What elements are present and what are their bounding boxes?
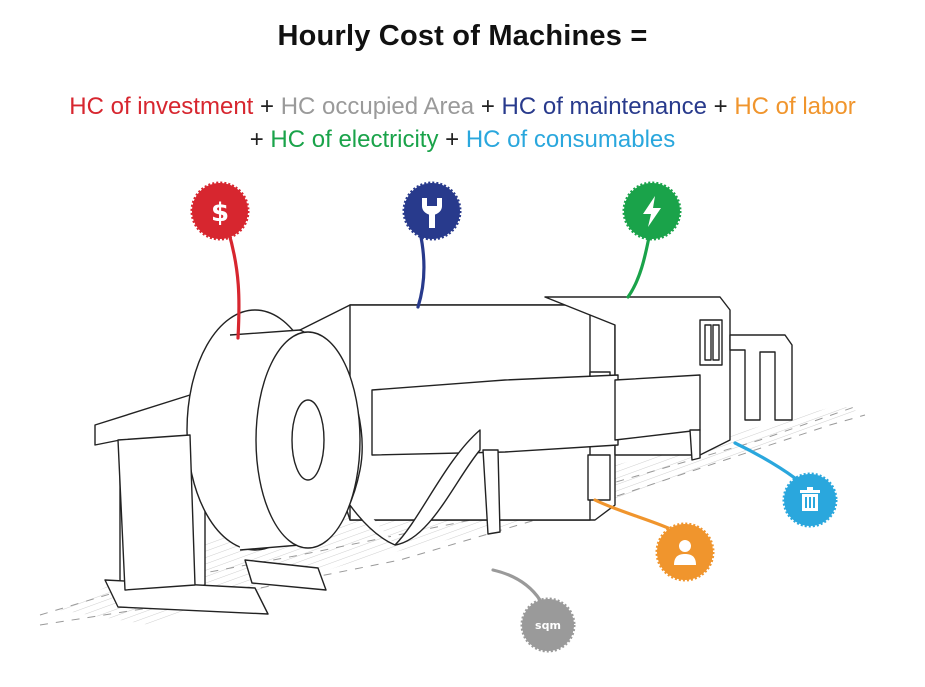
wrench-icon xyxy=(422,198,442,228)
term-labor: HC of labor xyxy=(734,93,856,120)
plus-sign: + xyxy=(249,126,271,153)
term-electricity: HC of electricity xyxy=(270,126,439,153)
badge-labor xyxy=(655,522,715,582)
dollar-icon: $ xyxy=(211,198,229,228)
lightning-bolt-icon xyxy=(643,196,661,227)
machine-line-art xyxy=(94,296,793,615)
formula-line-2: + HC of electricity + HC of consumables xyxy=(0,125,925,155)
term-consumables: HC of consumables xyxy=(465,126,676,153)
plus-sign: + xyxy=(706,93,735,120)
person-icon xyxy=(674,540,696,565)
page-title: Hourly Cost of Machines = xyxy=(277,20,648,52)
plus-sign: + xyxy=(474,93,502,120)
trash-bin-icon xyxy=(800,487,820,511)
badge-maintenance xyxy=(402,181,462,241)
badge-area: sqm xyxy=(520,597,576,653)
sqm-label: sqm xyxy=(535,619,561,632)
term-occupied-area: HC occupied Area xyxy=(280,93,475,120)
term-maintenance: HC of maintenance xyxy=(501,93,707,120)
plus-sign: + xyxy=(438,126,466,153)
badge-electricity xyxy=(622,181,682,241)
badge-consumables xyxy=(782,472,838,528)
formula-line-1: HC of investment + HC occupied Area + HC… xyxy=(0,92,925,122)
plus-sign: + xyxy=(253,93,281,120)
term-investment: HC of investment xyxy=(69,93,254,120)
badge-investment: $ xyxy=(190,181,250,241)
